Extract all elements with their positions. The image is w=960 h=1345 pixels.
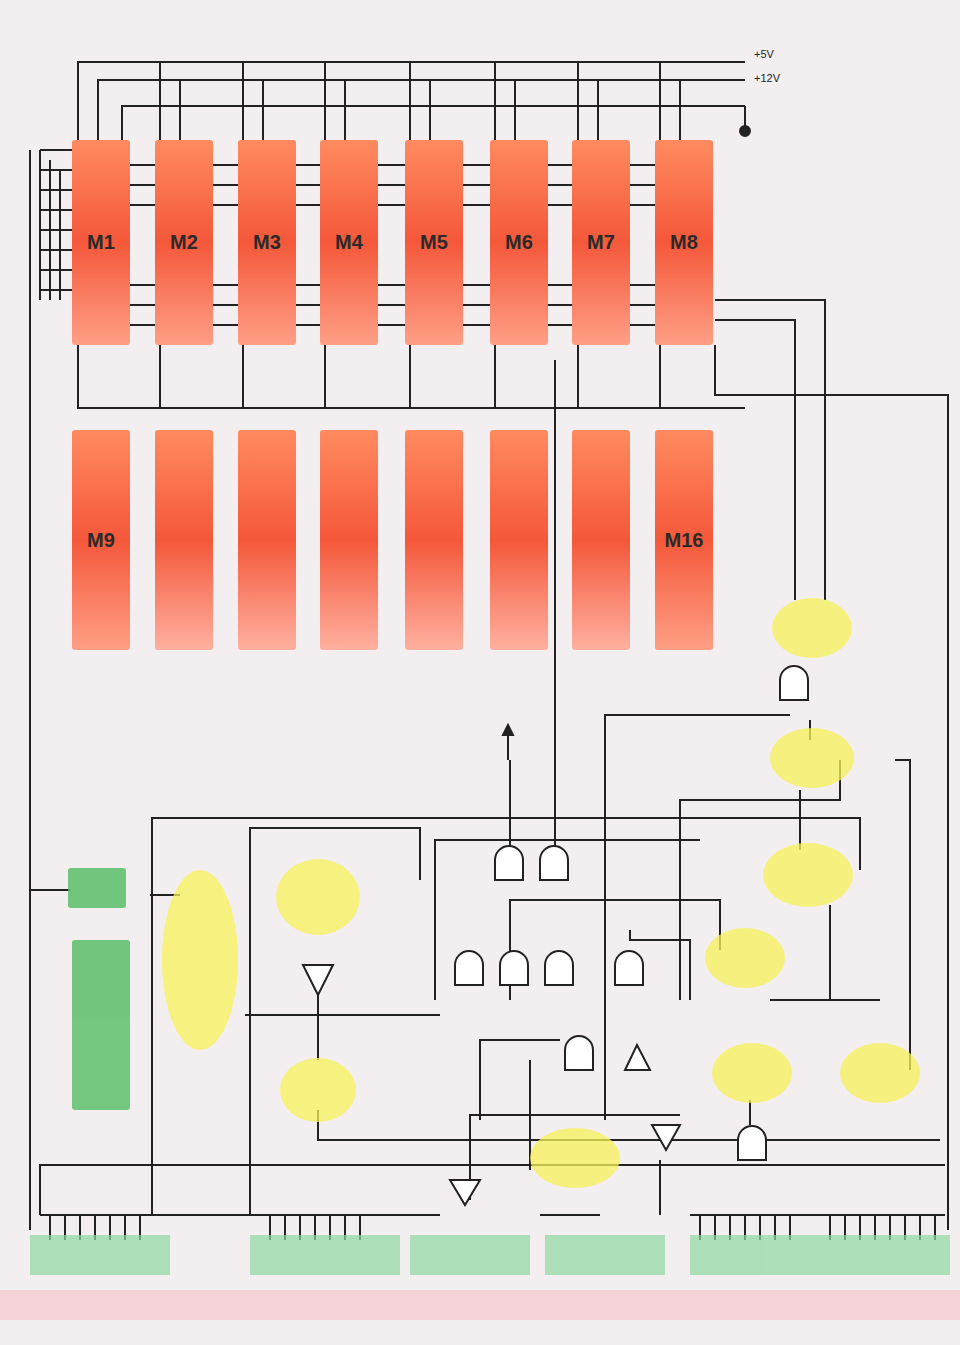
chip-label: M9 xyxy=(87,529,115,552)
supply-label: +5V xyxy=(752,48,776,60)
chip-label: M7 xyxy=(587,231,615,254)
memory-chip: M16 xyxy=(655,430,713,650)
bus-connector xyxy=(630,165,655,325)
supply-label: +12V xyxy=(752,72,782,84)
chip-label: M6 xyxy=(505,231,533,254)
chip-label: M8 xyxy=(670,231,698,254)
bus-connector xyxy=(213,165,238,325)
bus-connector xyxy=(463,165,490,325)
bus-connector xyxy=(378,165,405,325)
memory-chip: M5 xyxy=(405,140,463,345)
memory-chip: M9 xyxy=(72,430,130,650)
bus-connector xyxy=(296,165,320,325)
memory-chip: M2 xyxy=(155,140,213,345)
memory-chip: M7 xyxy=(572,140,630,345)
memory-chip: M8 xyxy=(655,140,713,345)
chip-label: M2 xyxy=(170,231,198,254)
chip-label: M5 xyxy=(420,231,448,254)
bus-connector xyxy=(130,165,155,325)
memory-chip: M6 xyxy=(490,140,548,345)
chip-label: M3 xyxy=(253,231,281,254)
memory-chip: M3 xyxy=(238,140,296,345)
memory-chip: M4 xyxy=(320,140,378,345)
memory-chip: M1 xyxy=(72,140,130,345)
chip-label: M16 xyxy=(665,529,704,552)
bus-connector xyxy=(548,165,572,325)
chip-label: M1 xyxy=(87,231,115,254)
chip-label: M4 xyxy=(335,231,363,254)
